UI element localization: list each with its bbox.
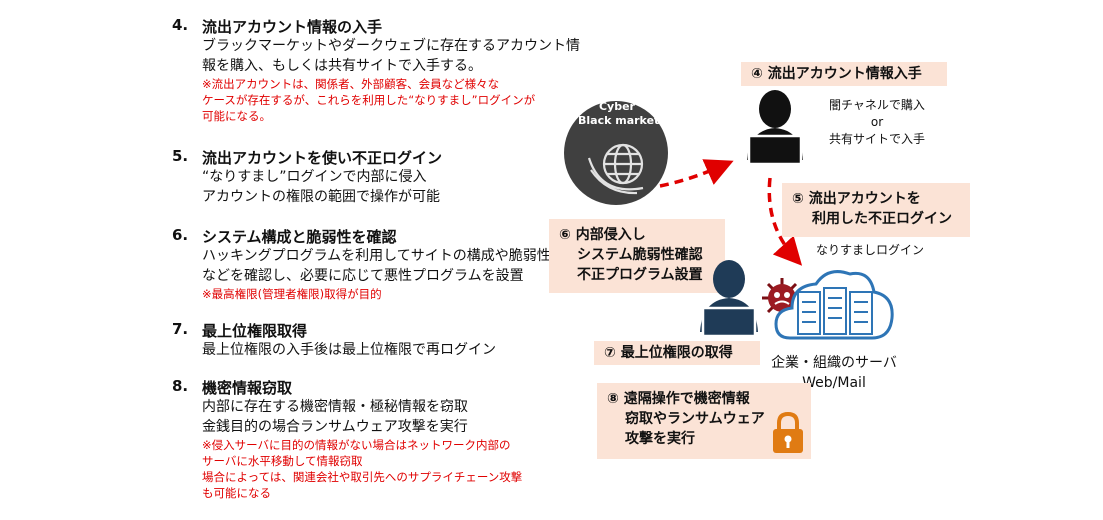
- step-body-line: アカウントの権限の範囲で操作が可能: [202, 189, 440, 205]
- step-number: 5.: [172, 147, 189, 165]
- callout-step-4: ④ 流出アカウント情報入手: [741, 62, 947, 86]
- step-body-line: ブラックマーケットやダークウェブに存在するアカウント情: [202, 38, 580, 54]
- step-body-line: 最上位権限の入手後は最上位権限で再ログイン: [202, 342, 496, 358]
- step-title: 最上位権限取得: [202, 322, 308, 340]
- arrow-hacker-to-server: [767, 177, 803, 266]
- server-label: 企業・組織のサーバ Web/Mail: [768, 353, 900, 393]
- step-note-line: ※最高権限(管理者権限)取得が目的: [202, 287, 382, 301]
- step-note-line: 場合によっては、関連会社や取引先へのサプライチェーン攻撃: [202, 470, 523, 484]
- step-note-line: ※侵入サーバに目的の情報がない場合はネットワーク内部の: [202, 438, 511, 452]
- step-body: 内部に存在する機密情報・極秘情報を窃取 金銭目的の場合ランサムウェア攻撃を実行 …: [202, 397, 522, 501]
- server-label-line: 企業・組織のサーバ: [771, 355, 897, 371]
- step-body-line: 内部に存在する機密情報・極秘情報を窃取: [202, 399, 468, 415]
- callout-text: ⑦ 最上位権限の取得: [604, 345, 733, 361]
- step-body-line: 報を購入、もしくは共有サイトで入手する。: [202, 58, 482, 74]
- cloud-server-icon: [774, 270, 894, 340]
- spoof-login-label: なりすましログイン: [816, 243, 925, 257]
- callout-text: 攻撃を実行: [625, 431, 695, 447]
- callout-step-6: ⑥ 内部侵入し システム脆弱性確認 不正プログラム設置: [549, 219, 725, 293]
- step-note-line: も可能になる: [202, 486, 271, 500]
- step-title: 流出アカウントを使い不正ログイン: [202, 149, 443, 167]
- step-number: 4.: [172, 16, 189, 34]
- step-note-line: ケースが存在するが、これらを利用した“なりすまし”ログインが: [202, 93, 536, 107]
- acquire-line: 闇チャネルで購入: [829, 98, 925, 112]
- server-label-line: Web/Mail: [802, 375, 866, 391]
- callout-text: 利用した不正ログイン: [812, 211, 952, 227]
- callout-text: ④ 流出アカウント情報入手: [751, 66, 922, 82]
- callout-step-5: ⑤ 流出アカウントを 利用した不正ログイン: [782, 183, 970, 237]
- callout-text: ⑤ 流出アカウントを: [792, 191, 921, 207]
- callout-step-7: ⑦ 最上位権限の取得: [594, 341, 760, 365]
- step-note: ※最高権限(管理者権限)取得が目的: [202, 286, 551, 302]
- market-label-line: Black market: [578, 114, 660, 127]
- callout-text: ⑥ 内部侵入し: [559, 227, 646, 243]
- step-body: ハッキングプログラムを利用してサイトの構成や脆弱性 などを確認し、必要に応じて悪…: [202, 246, 551, 302]
- step-note: ※流出アカウントは、関係者、外部顧客、会員など様々な ケースが存在するが、これら…: [202, 76, 580, 124]
- step-title: 流出アカウント情報の入手: [202, 18, 383, 36]
- hacker-icon: [700, 260, 758, 338]
- callout-step-8: ⑧ 遠隔操作で機密情報 窃取やランサムウェア 攻撃を実行: [597, 383, 811, 459]
- globe-icon: [564, 101, 668, 205]
- step-note-line: サーバに水平移動して情報窃取: [202, 454, 363, 468]
- step-body: ブラックマーケットやダークウェブに存在するアカウント情 報を購入、もしくは共有サ…: [202, 36, 580, 124]
- callout-text: ⑧ 遠隔操作で機密情報: [607, 391, 750, 407]
- step-body: “なりすまし”ログインで内部に侵入 アカウントの権限の範囲で操作が可能: [202, 167, 440, 207]
- market-label-line: Cyber: [598, 100, 635, 113]
- market-label: Cyber Black market: [578, 100, 660, 128]
- step-note-line: ※流出アカウントは、関係者、外部顧客、会員など様々な: [202, 77, 500, 91]
- acquire-line: 共有サイトで入手: [828, 132, 925, 146]
- callout-text: 不正プログラム設置: [577, 267, 703, 283]
- hacker-icon: [747, 90, 803, 166]
- acquire-methods: 闇チャネルで購入 or 共有サイトで入手: [818, 97, 936, 148]
- step-body: 最上位権限の入手後は最上位権限で再ログイン: [202, 340, 496, 360]
- padlock-icon: [773, 411, 803, 453]
- step-number: 6.: [172, 226, 189, 244]
- step-number: 8.: [172, 377, 189, 395]
- step-body-line: 金銭目的の場合ランサムウェア攻撃を実行: [202, 419, 468, 435]
- step-body-line: ハッキングプログラムを利用してサイトの構成や脆弱性: [202, 248, 551, 264]
- step-title: システム構成と脆弱性を確認: [202, 228, 397, 246]
- step-body-line: などを確認し、必要に応じて悪性プログラムを設置: [202, 268, 524, 284]
- acquire-line: or: [870, 115, 884, 129]
- callout-text: 窃取やランサムウェア: [625, 411, 765, 427]
- arrow-market-to-hacker: [659, 159, 734, 188]
- step-title: 機密情報窃取: [202, 379, 293, 397]
- step-note: ※侵入サーバに目的の情報がない場合はネットワーク内部の サーバに水平移動して情報…: [202, 437, 522, 501]
- step-note-line: 可能になる。: [202, 109, 271, 123]
- callout-text: システム脆弱性確認: [577, 247, 703, 263]
- step-number: 7.: [172, 320, 189, 338]
- step-body-line: “なりすまし”ログインで内部に侵入: [202, 169, 427, 185]
